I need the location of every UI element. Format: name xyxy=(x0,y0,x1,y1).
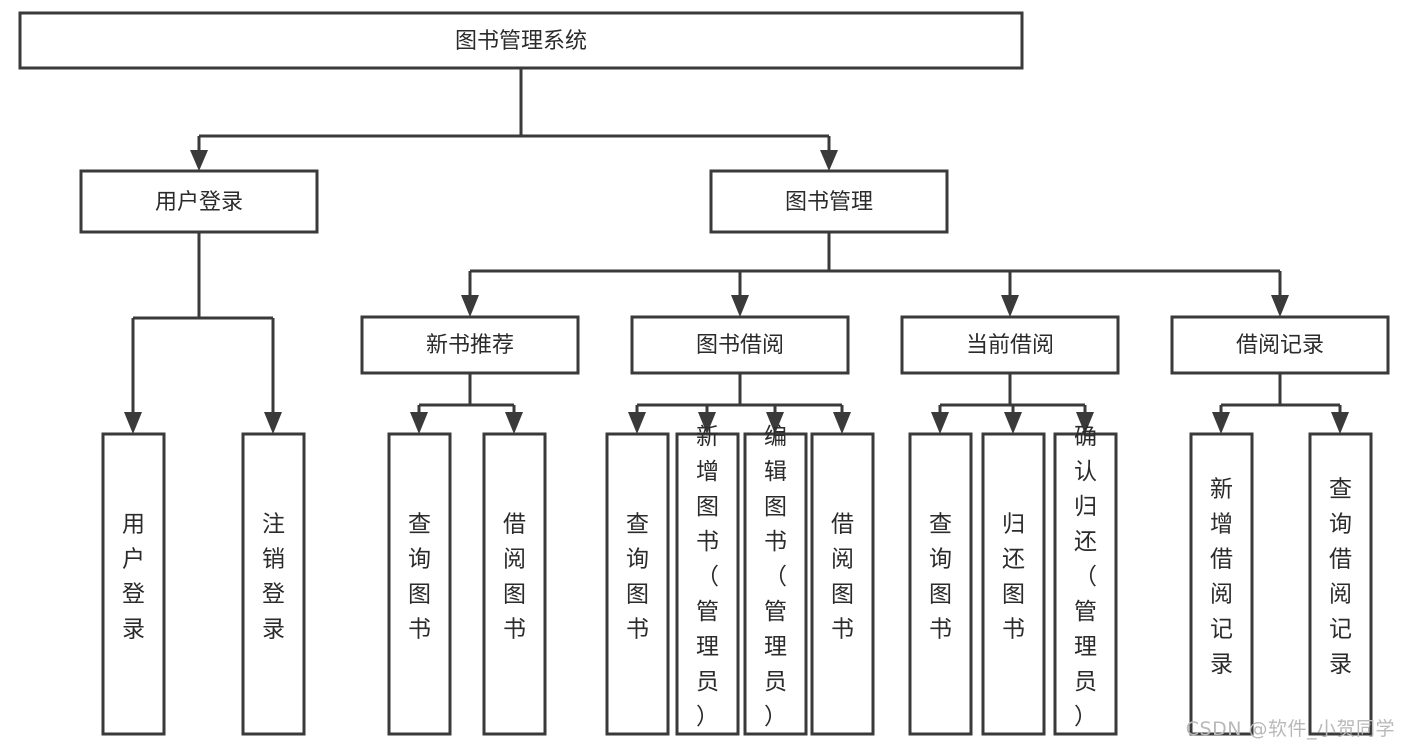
leaf-node-box[interactable] xyxy=(1189,432,1254,736)
arrow-head-book-manage xyxy=(820,150,838,171)
leaf-node[interactable]: 借阅图书 xyxy=(810,432,875,736)
connector-root-to-level2 xyxy=(190,68,838,171)
arrow-head-leaf-query-book xyxy=(628,412,646,434)
leaf-node-label: 借阅图书 xyxy=(503,512,526,643)
node-book-manage-box[interactable] xyxy=(709,169,949,234)
arrow-head-leaf-borrow-book xyxy=(833,412,851,434)
node-root-box[interactable] xyxy=(18,11,1024,70)
leaf-node-label: 用户登录 xyxy=(122,512,145,643)
leaf-node[interactable]: 查询图书 xyxy=(908,432,973,736)
arrow-head-leaf-user-login xyxy=(124,412,142,434)
leaf-node-box[interactable] xyxy=(1053,432,1118,736)
leaf-node-label: 借阅图书 xyxy=(831,512,854,643)
leaf-node[interactable]: 确认归还（管理员） xyxy=(1053,424,1118,736)
leaf-node-label: 确认归还（管理员） xyxy=(1074,424,1097,730)
connector-user-login-to-leaves xyxy=(124,232,282,434)
leaf-node-label: 注销登录 xyxy=(262,512,285,643)
leaf-node[interactable]: 查询图书 xyxy=(387,432,452,736)
connector-layer xyxy=(124,68,1349,434)
leaf-node-label: 查询图书 xyxy=(929,512,952,643)
leaf-node[interactable]: 编辑图书（管理员） xyxy=(743,424,808,736)
connector-current-borrow-to-leaves xyxy=(931,373,1094,434)
leaf-node-box[interactable] xyxy=(482,432,547,736)
arrow-head-leaf-query-borrow-record xyxy=(1331,412,1349,434)
leaf-node[interactable]: 借阅图书 xyxy=(482,432,547,736)
node-new-book-recommend-label: 新书推荐 xyxy=(426,333,514,358)
leaf-node-label: 查询借阅记录 xyxy=(1329,477,1352,678)
leaf-node-label: 查询图书 xyxy=(408,512,431,643)
leaf-node[interactable]: 用户登录 xyxy=(101,432,166,736)
leaf-node-label: 查询图书 xyxy=(626,512,649,643)
arrow-head-leaf-return-book xyxy=(1004,412,1022,434)
arrow-head-book-borrow xyxy=(731,295,749,317)
node-user-login[interactable]: 用户登录 xyxy=(79,169,319,234)
arrow-head-current-borrow xyxy=(1001,295,1019,317)
node-current-borrow-label: 当前借阅 xyxy=(966,333,1054,358)
node-book-borrow[interactable]: 图书借阅 xyxy=(630,315,850,375)
node-new-book-recommend[interactable]: 新书推荐 xyxy=(360,315,580,375)
arrow-head-leaf-query-book-recommend xyxy=(410,412,428,434)
node-book-borrow-label: 图书借阅 xyxy=(696,333,784,358)
node-root[interactable]: 图书管理系统 xyxy=(18,11,1024,70)
node-current-borrow-box[interactable] xyxy=(900,315,1120,375)
arrow-head-leaf-logout xyxy=(264,412,282,434)
connector-borrow-record-to-leaves xyxy=(1212,373,1349,434)
node-user-login-box[interactable] xyxy=(79,169,319,234)
leaf-node-box[interactable] xyxy=(1308,432,1373,736)
leaf-node-box[interactable] xyxy=(101,432,166,736)
node-borrow-record-box[interactable] xyxy=(1170,315,1390,375)
arrow-head-leaf-borrow-book-recommend xyxy=(505,412,523,434)
node-borrow-record[interactable]: 借阅记录 xyxy=(1170,315,1390,375)
leaf-node-layer: 用户登录 注销登录 查询图书 借阅图书 查询图书 新增图书（管理员） 编辑图书（管理员） 借阅… xyxy=(101,424,1373,736)
watermark-text: CSDN @软件_小贺同学 xyxy=(1185,718,1395,740)
leaf-node-label: 新增借阅记录 xyxy=(1210,477,1233,678)
leaf-node-label: 归还图书 xyxy=(1002,512,1025,643)
arrow-head-leaf-add-borrow-record xyxy=(1212,412,1230,434)
leaf-node[interactable]: 查询借阅记录 xyxy=(1308,432,1373,736)
arrow-head-leaf-edit-book xyxy=(766,412,784,434)
leaf-node-box[interactable] xyxy=(981,432,1046,736)
leaf-node[interactable]: 注销登录 xyxy=(241,432,306,736)
leaf-node-label: 编辑图书（管理员） xyxy=(764,424,787,730)
leaf-node-box[interactable] xyxy=(675,432,740,736)
leaf-node[interactable]: 查询图书 xyxy=(605,432,670,736)
leaf-node[interactable]: 新增借阅记录 xyxy=(1189,432,1254,736)
leaf-node-label: 新增图书（管理员） xyxy=(696,424,719,730)
leaf-node-box[interactable] xyxy=(387,432,452,736)
leaf-node-box[interactable] xyxy=(605,432,670,736)
arrow-head-borrow-record xyxy=(1271,295,1289,317)
leaf-node-box[interactable] xyxy=(908,432,973,736)
arrow-head-leaf-query-book-current xyxy=(931,412,949,434)
connector-book-borrow-to-leaves xyxy=(628,373,851,434)
arrow-head-leaf-confirm-return xyxy=(1076,412,1094,434)
leaf-node-box[interactable] xyxy=(810,432,875,736)
arrow-head-leaf-add-book xyxy=(698,412,716,434)
leaf-node-box[interactable] xyxy=(241,432,306,736)
node-user-login-label: 用户登录 xyxy=(155,190,243,215)
arrow-head-new-book-recommend xyxy=(461,295,479,317)
node-new-book-recommend-box[interactable] xyxy=(360,315,580,375)
leaf-node[interactable]: 归还图书 xyxy=(981,432,1046,736)
leaf-node[interactable]: 新增图书（管理员） xyxy=(675,424,740,736)
leaf-node-box[interactable] xyxy=(743,432,808,736)
node-root-label: 图书管理系统 xyxy=(455,29,587,54)
node-book-manage[interactable]: 图书管理 xyxy=(709,169,949,234)
arrow-head-user-login xyxy=(190,150,208,171)
node-current-borrow[interactable]: 当前借阅 xyxy=(900,315,1120,375)
node-book-borrow-box[interactable] xyxy=(630,315,850,375)
connector-new-book-recommend-to-leaves xyxy=(410,373,523,434)
node-borrow-record-label: 借阅记录 xyxy=(1236,333,1324,358)
node-book-manage-label: 图书管理 xyxy=(785,190,873,215)
connector-book-manage-to-level3 xyxy=(461,232,1289,317)
